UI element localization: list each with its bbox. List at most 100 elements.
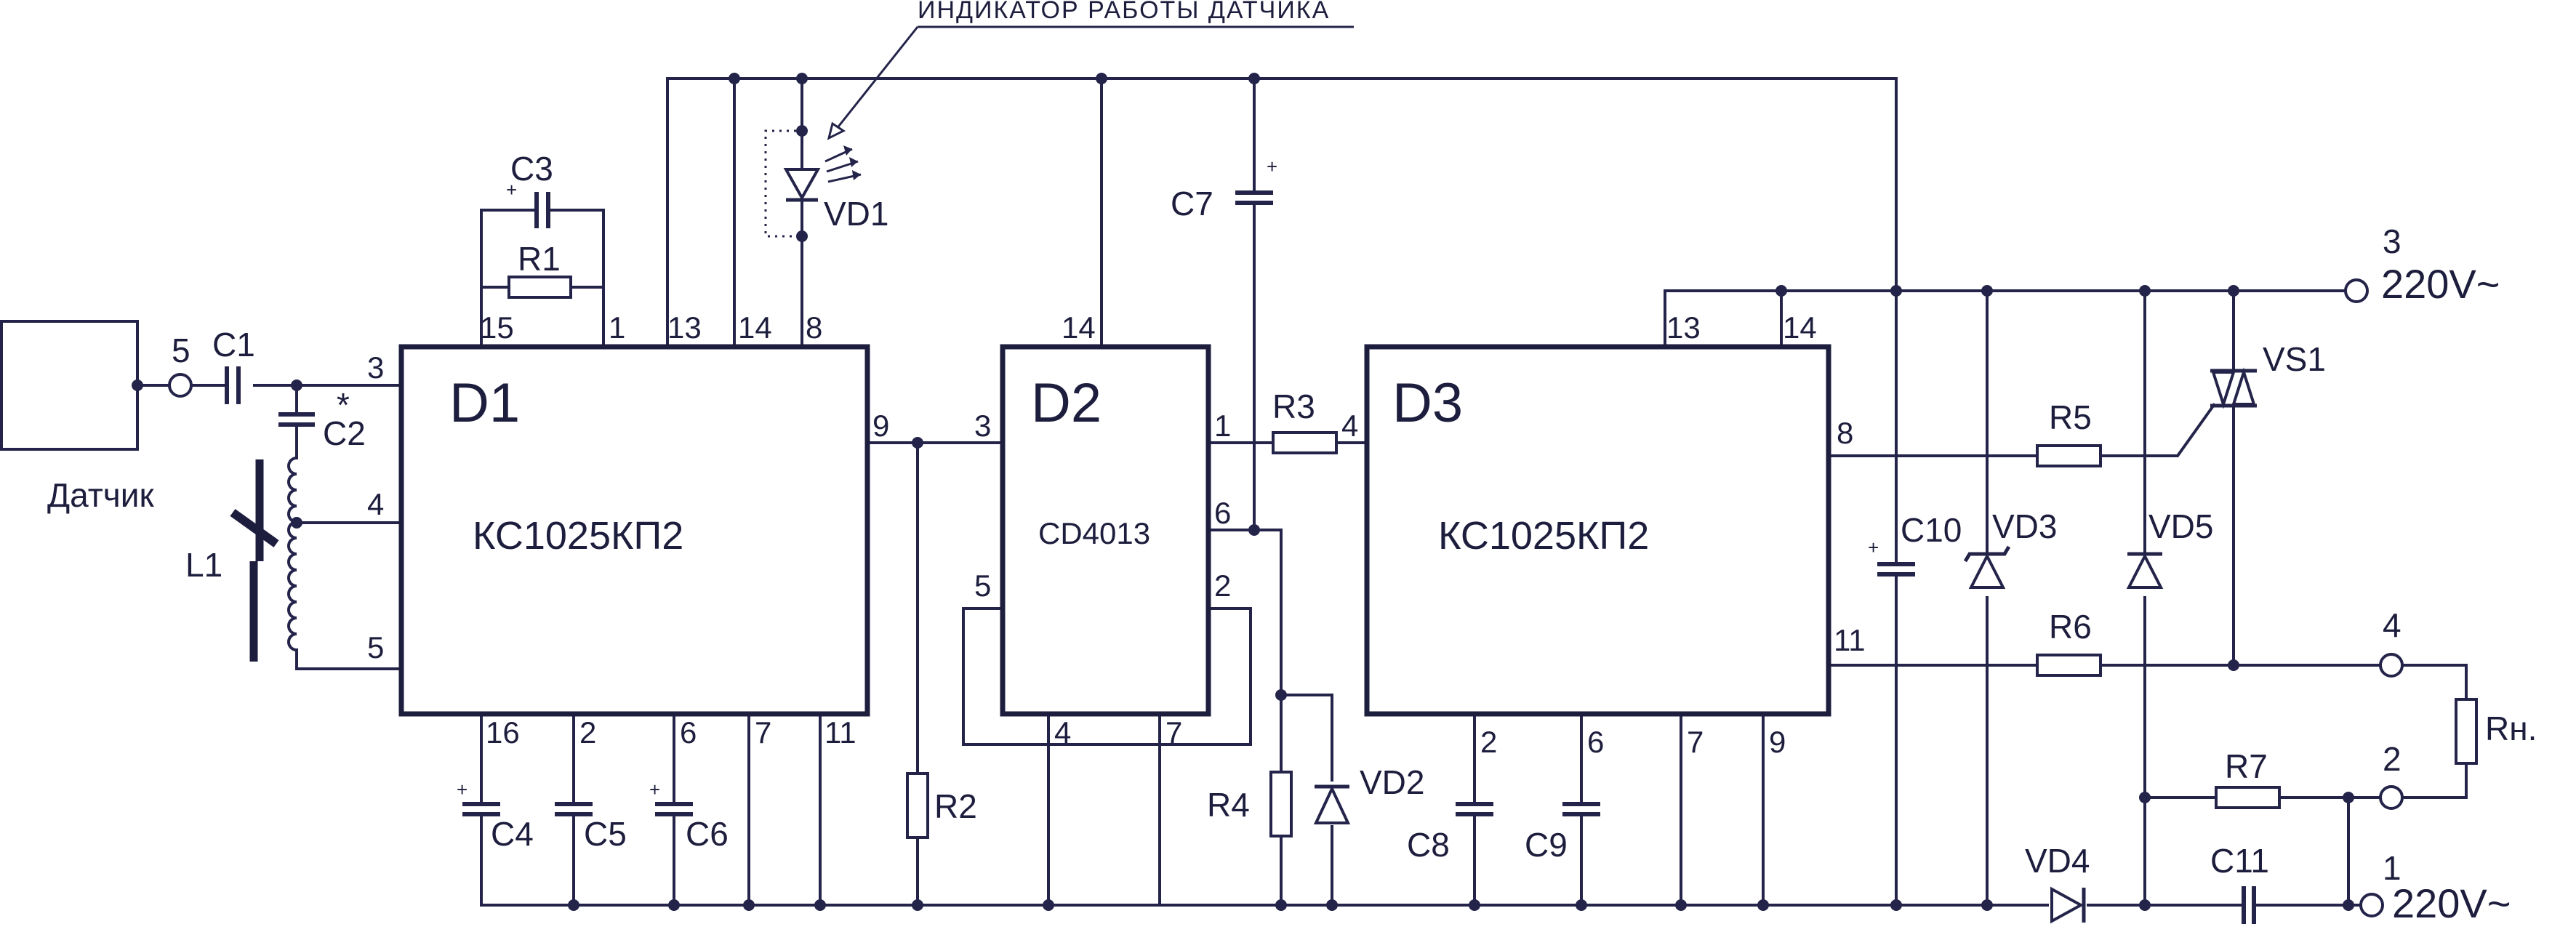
vd4-triangle (2050, 886, 2085, 924)
d2-ref-label: D2 (1031, 372, 1102, 434)
junction-dot (1275, 689, 1287, 701)
r3-resistor (1272, 431, 1338, 454)
r1-label: R1 (518, 240, 561, 278)
vd1-triangle (783, 168, 821, 201)
d3-pin13-wire (1664, 289, 2358, 348)
junction-dot (2343, 792, 2354, 803)
r5-label: R5 (2049, 398, 2092, 436)
terminal-2-label: 2 (2383, 740, 2402, 778)
terminal-3-label: 3 (2383, 222, 2402, 260)
d2-pin-6-label: 6 (1214, 496, 1231, 530)
junction-dot (814, 899, 826, 911)
load-resistor (2455, 698, 2478, 765)
d1-pin-4-label: 4 (367, 487, 384, 521)
c10-plus: + (1868, 537, 1879, 558)
d2-pin6-wire (1207, 529, 1283, 696)
l1-bottom-wire (295, 649, 403, 670)
c7-label: C7 (1171, 185, 1213, 222)
vs1-label: VS1 (2263, 340, 2326, 378)
c3-plus: + (506, 179, 517, 201)
c7-gap (1232, 193, 1276, 203)
junction-dot (2139, 285, 2151, 297)
vd1-light-arrow-3 (852, 170, 861, 180)
c11-label: C11 (2210, 842, 2269, 880)
d3-pin-9-label: 9 (1769, 725, 1786, 759)
d3-pin-6-label: 6 (1587, 725, 1604, 759)
junction-dot (1326, 899, 1338, 911)
d2-pin-3-label: 3 (974, 409, 991, 443)
d3-pin-13-label: 13 (1666, 310, 1701, 345)
vs1-triangle-up (2231, 367, 2256, 406)
terminal-4-label: 4 (2383, 606, 2402, 644)
vd2-triangle (1313, 785, 1351, 824)
d3-chip-body (1364, 344, 1831, 717)
d1-pin-16-label: 16 (486, 715, 520, 750)
c1-label: C1 (212, 326, 255, 363)
vd3-triangle (1968, 553, 2006, 589)
junction-dot (2139, 899, 2151, 911)
junction-dot (796, 125, 808, 137)
l1-tuning-slug (230, 509, 279, 547)
d3-pin-8-label: 8 (1837, 416, 1853, 450)
vd2-label: VD2 (1360, 763, 1424, 801)
r5-resistor (2036, 444, 2102, 467)
d1-pin-8-label: 8 (806, 310, 822, 345)
d1-pin-14-label: 14 (738, 310, 772, 345)
junction-dot (668, 899, 680, 911)
junction-dot (2343, 899, 2354, 911)
junction-dot (1981, 899, 1993, 911)
junction-dot (1675, 899, 1687, 911)
d2-pin-4-label: 4 (1054, 715, 1071, 750)
d3-pin-4-label: 4 (1341, 409, 1358, 443)
r2-label: R2 (934, 787, 977, 825)
junction-dot (1275, 899, 1287, 911)
d1-pin-11-label: 11 (824, 715, 856, 750)
junction-dot (912, 437, 923, 449)
sensor-box (0, 320, 139, 451)
c8-label: C8 (1407, 826, 1450, 864)
junction-dot (1248, 524, 1260, 536)
d3-gate-drive-wire (1827, 403, 2216, 457)
junction-dot (2228, 285, 2239, 297)
c6-gap (652, 804, 696, 814)
sensor-label: Датчик (47, 476, 154, 514)
vd1-label: VD1 (824, 195, 888, 233)
r7-label: R7 (2225, 747, 2268, 785)
terminal-3 (2344, 278, 2369, 303)
terminal-5 (168, 373, 193, 398)
load-resistor-label: Rн. (2485, 710, 2537, 747)
r6-resistor (2036, 654, 2102, 677)
d1-ref-label: D1 (449, 372, 520, 434)
d3-pin-2-label: 2 (1480, 725, 1497, 759)
c6-label: C6 (686, 815, 729, 853)
d2-pin-7-label: 7 (1165, 715, 1182, 750)
junction-dot (796, 73, 808, 84)
c9-label: C9 (1525, 826, 1568, 864)
vs1-triac (2210, 367, 2257, 409)
d3-pin-14-label: 14 (1783, 310, 1817, 345)
d1-type-label: КС1025КП2 (473, 514, 683, 558)
d1-pin-1-label: 1 (609, 310, 625, 345)
vd1-led (764, 129, 862, 238)
junction-dot (912, 899, 923, 911)
d1-pin-5-label: 5 (367, 630, 384, 664)
junction-dot (1981, 285, 1993, 297)
indicator-leader-arrow (827, 121, 846, 140)
indicator-note: ИНДИКАТОР РАБОТЫ ДАТЧИКА (918, 0, 1330, 24)
d1-pin-7-label: 7 (755, 715, 771, 750)
junction-dot (132, 379, 143, 391)
r4-label: R4 (1207, 786, 1250, 824)
d2-chip-body (1000, 344, 1211, 717)
d1-pin-9-label: 9 (872, 409, 889, 443)
d3-type-label: КС1025КП2 (1438, 514, 1649, 558)
d2-pin-1-label: 1 (1214, 409, 1231, 443)
vs1-triangle-down (2211, 371, 2236, 409)
c4-label: C4 (491, 815, 534, 853)
c2-label: C2 (323, 414, 366, 452)
c7-plus: + (1267, 156, 1277, 177)
r6-label: R6 (2049, 608, 2092, 646)
junction-dots (132, 73, 2354, 911)
junction-dot (1469, 899, 1480, 911)
c5-label: C5 (584, 815, 627, 853)
